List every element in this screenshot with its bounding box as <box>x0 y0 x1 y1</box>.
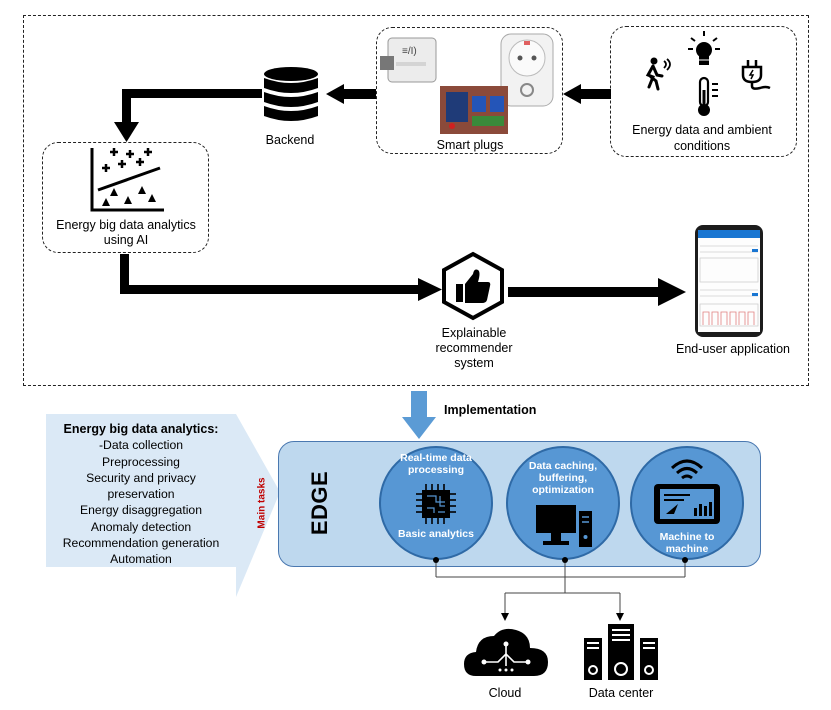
realtime-top-label: Real-time data processing <box>400 452 472 476</box>
arrow-analytics-to-recommender <box>120 254 442 301</box>
task-item: Automation <box>110 552 172 567</box>
task-item: Preprocessing <box>102 454 180 469</box>
motion-sensor-icon <box>645 57 671 91</box>
task-item: -Data collection <box>99 438 183 453</box>
thumbs-up-icon <box>442 251 504 321</box>
main-tasks-label: Main tasks <box>256 477 268 529</box>
smart-plug-device-2 <box>500 33 554 107</box>
server-rack-icon <box>584 624 658 680</box>
ambient-label: Energy data and ambient conditions <box>632 123 772 153</box>
main-tasks-panel <box>46 414 236 567</box>
arrow-recommender-to-app <box>508 278 686 306</box>
task-item: Recommendation generation <box>62 536 220 551</box>
smart-plugs-box <box>376 27 563 154</box>
task-item: preservation <box>107 487 175 502</box>
arrow-backend-to-analytics <box>114 89 262 142</box>
main-tasks-chevron <box>236 414 280 597</box>
end-user-app-label: End-user application <box>676 342 790 356</box>
edge-connectors <box>433 557 688 621</box>
datacenter-label: Data center <box>588 686 654 700</box>
caching-label: Data caching, buffering, optimization <box>528 460 598 496</box>
smart-plugs-label: Smart plugs <box>436 138 504 152</box>
svg-text:≡/I): ≡/I) <box>402 46 417 57</box>
analytics-label: Energy big data analytics using AI <box>56 218 196 247</box>
task-item: Energy disaggregation <box>80 503 202 518</box>
implementation-arrow <box>402 391 436 439</box>
tablet-wifi-icon <box>654 459 720 524</box>
cloud-icon <box>464 628 548 676</box>
backend-label: Backend <box>265 133 315 147</box>
power-plug-icon <box>741 60 771 90</box>
analytics-box <box>42 142 209 253</box>
arrow-ambient-to-plugs <box>563 84 611 104</box>
recommender-label: Explainable recommender system <box>435 326 513 370</box>
smart-plug-device-1: ≡/I) <box>380 37 437 83</box>
scatter-plot-icon <box>90 148 164 212</box>
thermometer-icon <box>698 76 718 116</box>
smart-plug-device-3 <box>440 86 508 134</box>
smartphone-icon <box>695 225 763 337</box>
task-item: Security and privacy <box>86 470 196 485</box>
main-tasks-list: Energy big data analytics: -Data collect… <box>46 421 236 568</box>
implementation-label: Implementation <box>444 403 537 417</box>
m2m-label: Machine to machine <box>659 531 715 555</box>
edge-title: EDGE <box>307 470 332 536</box>
light-bulb-icon <box>688 31 720 65</box>
task-item: Anomaly detection <box>90 519 192 534</box>
desktop-computer-icon <box>536 505 592 547</box>
database-icon <box>264 67 318 121</box>
realtime-bottom-label: Basic analytics <box>398 528 474 540</box>
system-frame <box>23 15 809 386</box>
cloud-label: Cloud <box>488 686 522 700</box>
arrow-plugs-to-backend <box>326 84 376 104</box>
microchip-icon <box>416 484 456 524</box>
tasks-title: Energy big data analytics: <box>63 422 219 436</box>
